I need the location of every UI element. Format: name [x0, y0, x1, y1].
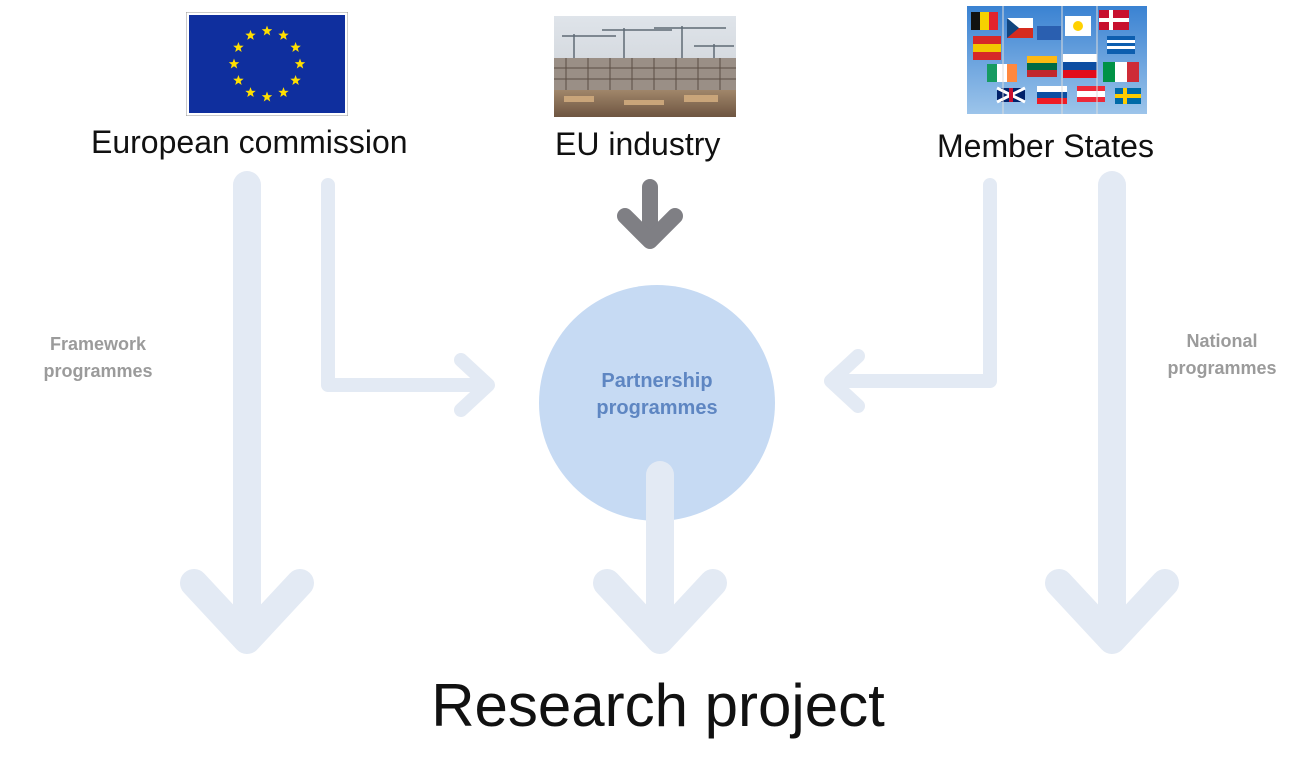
eu-star-icon	[233, 75, 244, 85]
eu-star-icon	[233, 42, 244, 52]
eu-star-icon	[261, 91, 273, 102]
partnership-arrow	[593, 461, 727, 654]
flags-icon	[967, 6, 1147, 114]
member-states-label: Member States	[937, 128, 1154, 164]
research-project-label: Research project	[431, 672, 885, 739]
eu-star-icon	[228, 58, 240, 69]
eu-star-icon	[245, 29, 256, 40]
framework-arrow	[180, 171, 314, 654]
industry-arrow	[617, 179, 683, 249]
national-arrow	[1045, 171, 1179, 654]
eu-star-icon	[278, 87, 289, 98]
eu-star-icon	[261, 25, 273, 36]
eu-star-icon	[290, 75, 301, 85]
industry-photo	[554, 16, 736, 117]
eu-industry-label: EU industry	[555, 126, 721, 162]
ms-to-partnership-arrow	[824, 178, 997, 413]
eu-flag-image	[186, 12, 348, 116]
eu-star-icon	[290, 42, 301, 52]
construction-site-icon	[554, 16, 736, 117]
eu-star-icon	[245, 87, 256, 98]
ec-to-partnership-arrow	[321, 178, 495, 417]
eu-star-icon	[294, 58, 306, 69]
eu-flag-icon	[186, 12, 348, 116]
eu-star-icon	[278, 29, 289, 40]
member-states-flags-photo	[967, 6, 1147, 114]
european-commission-label: European commission	[91, 124, 408, 160]
